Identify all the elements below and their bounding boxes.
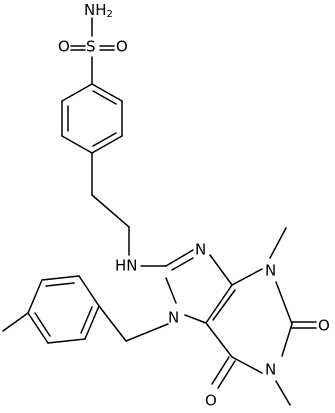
ring2-bond-5 — [47, 338, 86, 344]
ring2-bond-3 — [27, 279, 43, 314]
im-bond-c8-n9-double — [171, 257, 194, 271]
im-bond-n7-c8 — [165, 277, 177, 304]
oxygen-carbonyl-right-label: O — [318, 317, 330, 335]
benzene-ring-bottom — [27, 275, 100, 344]
n7-label: N — [168, 309, 179, 327]
bond-ch2-ring — [98, 305, 127, 342]
im-bond-c8-n9 — [165, 249, 194, 267]
ring1-inner-2 — [92, 132, 117, 147]
nh2-label: NH2 — [84, 1, 113, 21]
carbonyl-c6-2 — [217, 360, 236, 389]
benzyl-group — [98, 305, 169, 342]
sulfonamide-group: NH2 S O O — [58, 1, 128, 85]
pyrimidine-ring: N N — [205, 262, 293, 379]
methyl-n1 — [275, 380, 291, 406]
sulfur-label: S — [86, 38, 96, 56]
ring1-bond-4 — [61, 135, 93, 154]
nh-label: HN — [115, 257, 138, 275]
ring2-bond-2 — [41, 275, 80, 281]
im-bond-c5-n7 — [184, 314, 207, 324]
py-bond-c4-n3 — [231, 268, 263, 286]
linker-bond-2 — [91, 194, 130, 228]
n-methyl-groups — [269, 227, 291, 406]
methyl-n3 — [269, 227, 287, 259]
ring2-bond-6 — [84, 305, 100, 340]
ring2-bond-4 — [27, 312, 49, 344]
oxygen-carbonyl-bottom-label: O — [205, 392, 217, 410]
ethyl-linker: HN — [91, 152, 167, 275]
aryl-methyl — [2, 312, 29, 332]
oxygen-right-label: O — [116, 38, 128, 56]
ring2-bond-1 — [78, 275, 100, 307]
ring2-inner-3 — [80, 306, 93, 334]
ring2-inner-2 — [34, 312, 51, 337]
carbonyl-c6-1 — [211, 356, 230, 385]
n1-label: N — [265, 361, 276, 379]
imidazole-ring: N N — [165, 241, 233, 327]
ring1-bond-1 — [91, 83, 123, 102]
n3-label: N — [265, 262, 276, 280]
py-bond-n3-c2 — [275, 281, 293, 325]
py-bond-c5-c4-double — [212, 289, 236, 321]
ring1-bond-6 — [61, 83, 93, 102]
benzene-ring-top — [61, 83, 123, 154]
ring2-inner-1 — [45, 282, 75, 287]
im-bond-c4-c5 — [205, 284, 233, 324]
im-bond-n9-c4 — [209, 254, 233, 286]
py-bond-c6-c5 — [205, 322, 233, 358]
n-imidazole-top-label: N — [195, 241, 206, 259]
py-bond-c2-n1 — [281, 323, 293, 357]
carbonyl-groups: O O — [205, 317, 330, 410]
oxygen-left-label: O — [58, 38, 70, 56]
bond-n7-ch2 — [125, 323, 169, 342]
aryl-methyl-bond — [2, 312, 29, 332]
ring1-bond-3 — [91, 135, 123, 154]
py-bond-n1-c6 — [231, 356, 263, 374]
ring1-inner-1 — [92, 90, 117, 105]
